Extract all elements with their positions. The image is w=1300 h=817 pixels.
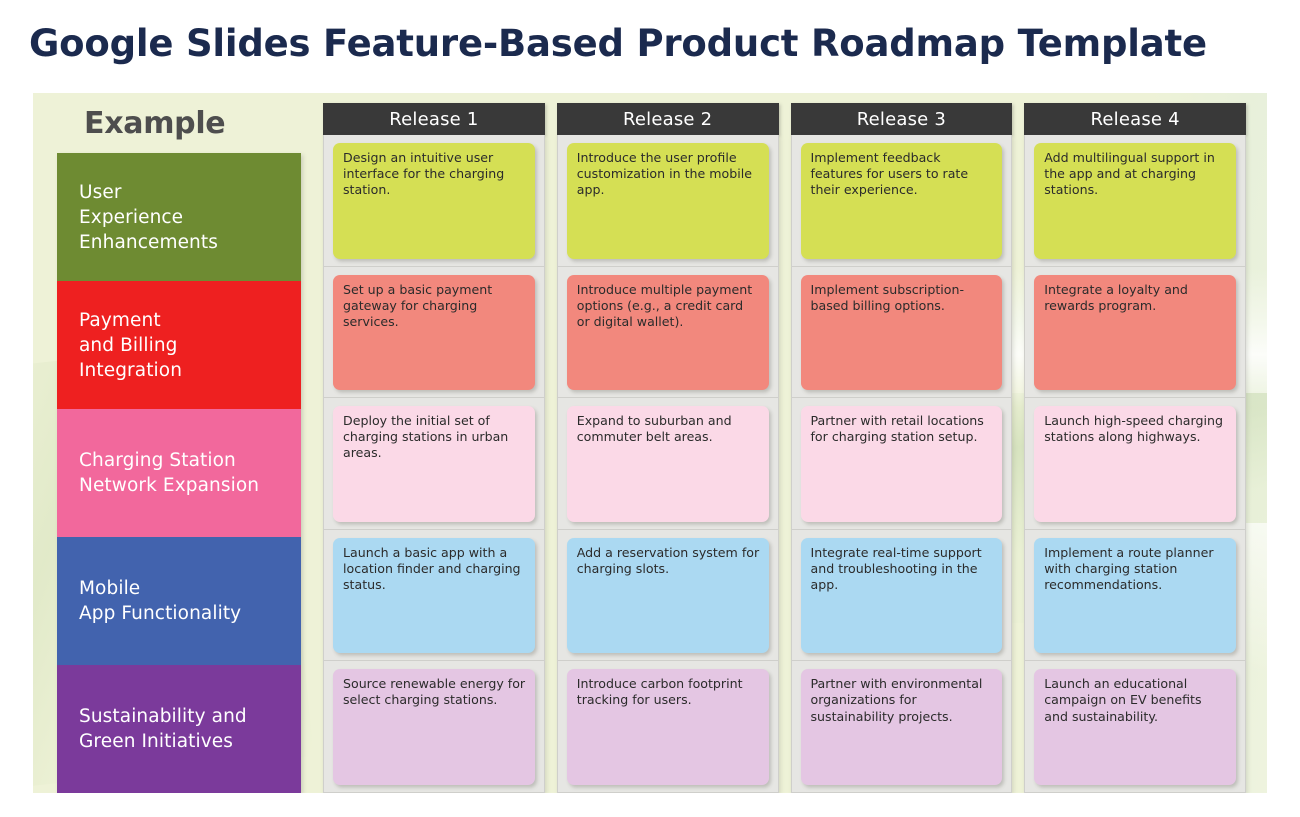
roadmap-cell: Launch an educational campaign on EV ben…: [1025, 661, 1245, 792]
roadmap-cell: Introduce the user profile customization…: [557, 135, 778, 267]
roadmap-card[interactable]: Introduce carbon footprint tracking for …: [566, 669, 769, 785]
release-column-4: Release 4 Add multilingual support in the…: [1024, 103, 1246, 793]
roadmap-cell: Launch high-speed charging stations alon…: [1025, 398, 1245, 530]
roadmap-card[interactable]: Add a reservation system for charging sl…: [566, 537, 769, 654]
roadmap-card[interactable]: Design an intuitive user interface for t…: [333, 143, 535, 259]
roadmap-cell: Add a reservation system for charging sl…: [557, 530, 778, 662]
roadmap-cell: Set up a basic payment gateway for charg…: [324, 267, 544, 399]
roadmap-card[interactable]: Partner with retail locations for chargi…: [800, 406, 1003, 522]
feature-row-label-text: Sustainability and Green Initiatives: [79, 706, 247, 752]
feature-row-label: Payment and Billing Integration: [57, 281, 301, 409]
feature-row-label: Sustainability and Green Initiatives: [57, 665, 301, 793]
roadmap-cell: Introduce multiple payment options (e.g.…: [557, 267, 778, 399]
release-cell-tray: Add multilingual support in the app and …: [1024, 135, 1246, 793]
roadmap-cell: Implement a route planner with charging …: [1025, 530, 1245, 662]
release-header-4[interactable]: Release 4: [1024, 103, 1246, 135]
roadmap-cell: Implement feedback features for users to…: [791, 135, 1012, 267]
roadmap-cell: Integrate real-time support and troubles…: [791, 530, 1012, 662]
feature-row-label: User Experience Enhancements: [57, 153, 301, 281]
roadmap-card[interactable]: Implement a route planner with charging …: [1034, 537, 1236, 654]
feature-row-label-text: User Experience Enhancements: [79, 181, 218, 253]
release-cell-tray: Introduce the user profile customization…: [556, 135, 779, 793]
release-cell-tray: Implement feedback features for users to…: [790, 135, 1013, 793]
roadmap-card[interactable]: Add multilingual support in the app and …: [1034, 143, 1236, 259]
roadmap-card[interactable]: Integrate a loyalty and rewards program.: [1034, 274, 1236, 391]
page-title: Google Slides Feature-Based Product Road…: [29, 22, 1207, 65]
roadmap-card[interactable]: Deploy the initial set of charging stati…: [333, 406, 535, 522]
feature-row-label: Mobile App Functionality: [57, 537, 301, 665]
roadmap-card[interactable]: Implement feedback features for users to…: [800, 143, 1003, 259]
roadmap-cell: Implement subscription-based billing opt…: [791, 267, 1012, 399]
roadmap-card[interactable]: Introduce the user profile customization…: [566, 143, 769, 259]
roadmap-card[interactable]: Implement subscription-based billing opt…: [800, 274, 1003, 391]
roadmap-cell: Deploy the initial set of charging stati…: [324, 398, 544, 530]
roadmap-card[interactable]: Partner with environmental organizations…: [800, 669, 1003, 785]
roadmap-cell: Partner with retail locations for chargi…: [791, 398, 1012, 530]
release-column-3: Release 3 Implement feedback features for…: [790, 103, 1013, 793]
roadmap-cell: Add multilingual support in the app and …: [1025, 135, 1245, 267]
feature-row-label-text: Mobile App Functionality: [79, 578, 242, 624]
release-cell-tray: Design an intuitive user interface for t…: [323, 135, 545, 793]
roadmap-cell: Integrate a loyalty and rewards program.: [1025, 267, 1245, 399]
roadmap-card[interactable]: Launch a basic app with a location finde…: [333, 537, 535, 654]
feature-row-label: Charging Station Network Expansion: [57, 409, 301, 537]
roadmap-card[interactable]: Set up a basic payment gateway for charg…: [333, 274, 535, 391]
roadmap-cell: Source renewable energy for select charg…: [324, 661, 544, 792]
release-column-2: Release 2 Introduce the user profile cust…: [556, 103, 779, 793]
roadmap-card[interactable]: Launch high-speed charging stations alon…: [1034, 406, 1236, 522]
release-columns: Release 1 Design an intuitive user interf…: [323, 93, 1267, 793]
release-column-1: Release 1 Design an intuitive user interf…: [323, 103, 545, 793]
roadmap-cell: Design an intuitive user interface for t…: [324, 135, 544, 267]
roadmap-card[interactable]: Integrate real-time support and troubles…: [800, 537, 1003, 654]
feature-row-label-text: Payment and Billing Integration: [79, 309, 183, 381]
feature-row-label-text: Charging Station Network Expansion: [79, 450, 260, 496]
release-header-3[interactable]: Release 3: [790, 103, 1013, 135]
roadmap-card[interactable]: Launch an educational campaign on EV ben…: [1034, 669, 1236, 785]
roadmap-card[interactable]: Expand to suburban and commuter belt are…: [566, 406, 769, 522]
roadmap-card[interactable]: Source renewable energy for select charg…: [333, 669, 535, 785]
roadmap-card[interactable]: Introduce multiple payment options (e.g.…: [566, 274, 769, 391]
roadmap-cell: Expand to suburban and commuter belt are…: [557, 398, 778, 530]
release-header-1[interactable]: Release 1: [323, 103, 545, 135]
example-heading: Example: [84, 106, 226, 141]
release-header-2[interactable]: Release 2: [556, 103, 779, 135]
roadmap-cell: Partner with environmental organizations…: [792, 661, 1012, 792]
roadmap-cell: Launch a basic app with a location finde…: [324, 530, 544, 662]
roadmap-cell: Introduce carbon footprint tracking for …: [558, 661, 778, 792]
